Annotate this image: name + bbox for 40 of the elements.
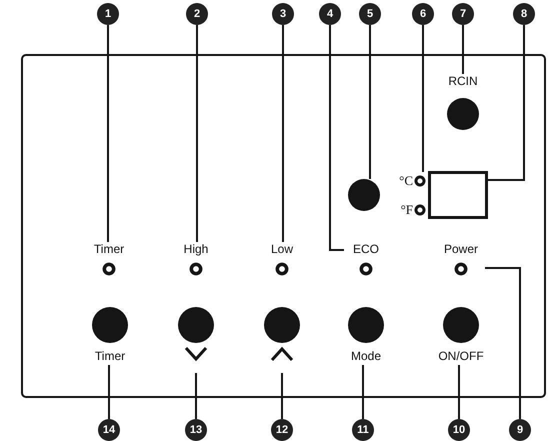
indicator-label: ECO <box>352 242 379 256</box>
callout-number: 5 <box>359 3 381 25</box>
button-label: ON/OFF <box>438 349 484 363</box>
indicator-label: Power <box>444 242 478 256</box>
leader-line <box>488 25 525 181</box>
button-label: Timer <box>94 349 126 363</box>
leader-line <box>108 365 110 419</box>
unit-label: °F <box>400 202 413 218</box>
leader-line <box>329 25 344 251</box>
leader-line <box>195 373 197 419</box>
callout-number: 13 <box>185 419 207 441</box>
leader-line <box>362 365 364 419</box>
callout-number: 7 <box>452 3 474 25</box>
callout-number: 12 <box>271 419 293 441</box>
callout-number: 8 <box>513 3 535 25</box>
callout-number: 1 <box>97 3 119 25</box>
display-window <box>428 171 488 219</box>
button-label: Mode <box>350 349 382 363</box>
leader-line <box>485 267 521 419</box>
callout-number: 2 <box>186 3 208 25</box>
sensor-label: RCIN <box>448 74 478 88</box>
leader-line <box>369 25 371 179</box>
callout-number: 4 <box>319 3 341 25</box>
unit-label: °C <box>399 173 413 189</box>
callout-number: 10 <box>448 419 470 441</box>
leader-line <box>107 25 109 242</box>
callout-number: 6 <box>412 3 434 25</box>
leader-line <box>196 25 198 242</box>
indicator-label: High <box>184 242 208 256</box>
callout-number: 14 <box>98 419 120 441</box>
round-sensor <box>348 179 380 211</box>
leader-line <box>282 25 284 242</box>
leader-line <box>462 25 464 74</box>
leader-line <box>458 365 460 419</box>
leader-line <box>422 25 424 172</box>
callout-number: 9 <box>509 419 531 441</box>
indicator-label: Timer <box>94 242 124 256</box>
indicator-label: Low <box>270 242 293 256</box>
callout-number: 11 <box>352 419 374 441</box>
callout-number: 3 <box>272 3 294 25</box>
